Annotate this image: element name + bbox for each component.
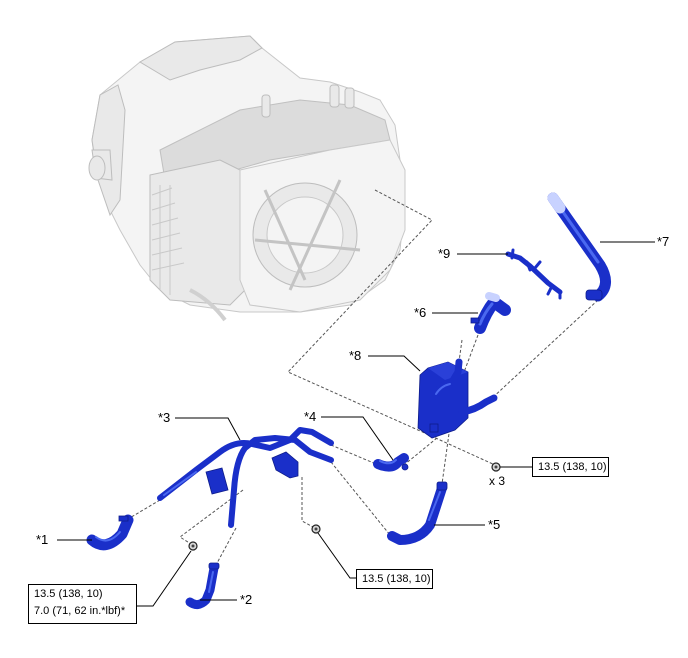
torque-spec-bracket-bolt-center: 13.5 (138, 10) [356, 569, 433, 589]
part-9-hose-bracket [505, 248, 563, 300]
bolt-quantity: x 3 [489, 474, 506, 488]
callout-2: *2 [240, 592, 252, 607]
part-1-oil-cooler-hose [86, 514, 134, 551]
torque-value-secondary: 7.0 (71, 62 in.*lbf)* [34, 605, 126, 617]
part-7-oil-cooler-outlet-hose [547, 192, 611, 302]
transaxle-assembly [88, 35, 406, 322]
callout-9: *9 [438, 246, 450, 261]
part-2-oil-cooler-hose [185, 562, 220, 610]
part-4-oil-cooler-hose [373, 453, 409, 472]
part-8-transmission-oil-cooler [417, 358, 498, 439]
callout-7: *7 [657, 234, 669, 249]
torque-spec-cooler-bolts: 13.5 (138, 10) [532, 457, 609, 477]
callout-6: *6 [414, 305, 426, 320]
alignment-lines [127, 189, 599, 566]
callout-5: *5 [488, 517, 500, 532]
torque-value: 13.5 (138, 10) [362, 573, 431, 585]
callout-3: *3 [158, 410, 170, 425]
callout-8: *8 [349, 348, 361, 363]
bolt-center [311, 524, 321, 534]
part-3-oil-cooler-tube [157, 427, 334, 528]
part-6-oil-cooler-inlet-hose [470, 292, 511, 334]
callout-1: *1 [36, 532, 48, 547]
torque-spec-bracket-bolt-left: 13.5 (138, 10) 7.0 (71, 62 in.*lbf)* [28, 584, 137, 624]
torque-value: 13.5 (138, 10) [538, 461, 607, 473]
torque-value-primary: 13.5 (138, 10) [34, 588, 103, 600]
leader-lines [57, 241, 655, 607]
oil-pan-ribs [151, 185, 185, 295]
bolt-left [188, 541, 198, 551]
callout-4: *4 [304, 409, 316, 424]
part-5-oil-cooler-hose [387, 481, 448, 545]
bolt-cooler [491, 462, 501, 472]
